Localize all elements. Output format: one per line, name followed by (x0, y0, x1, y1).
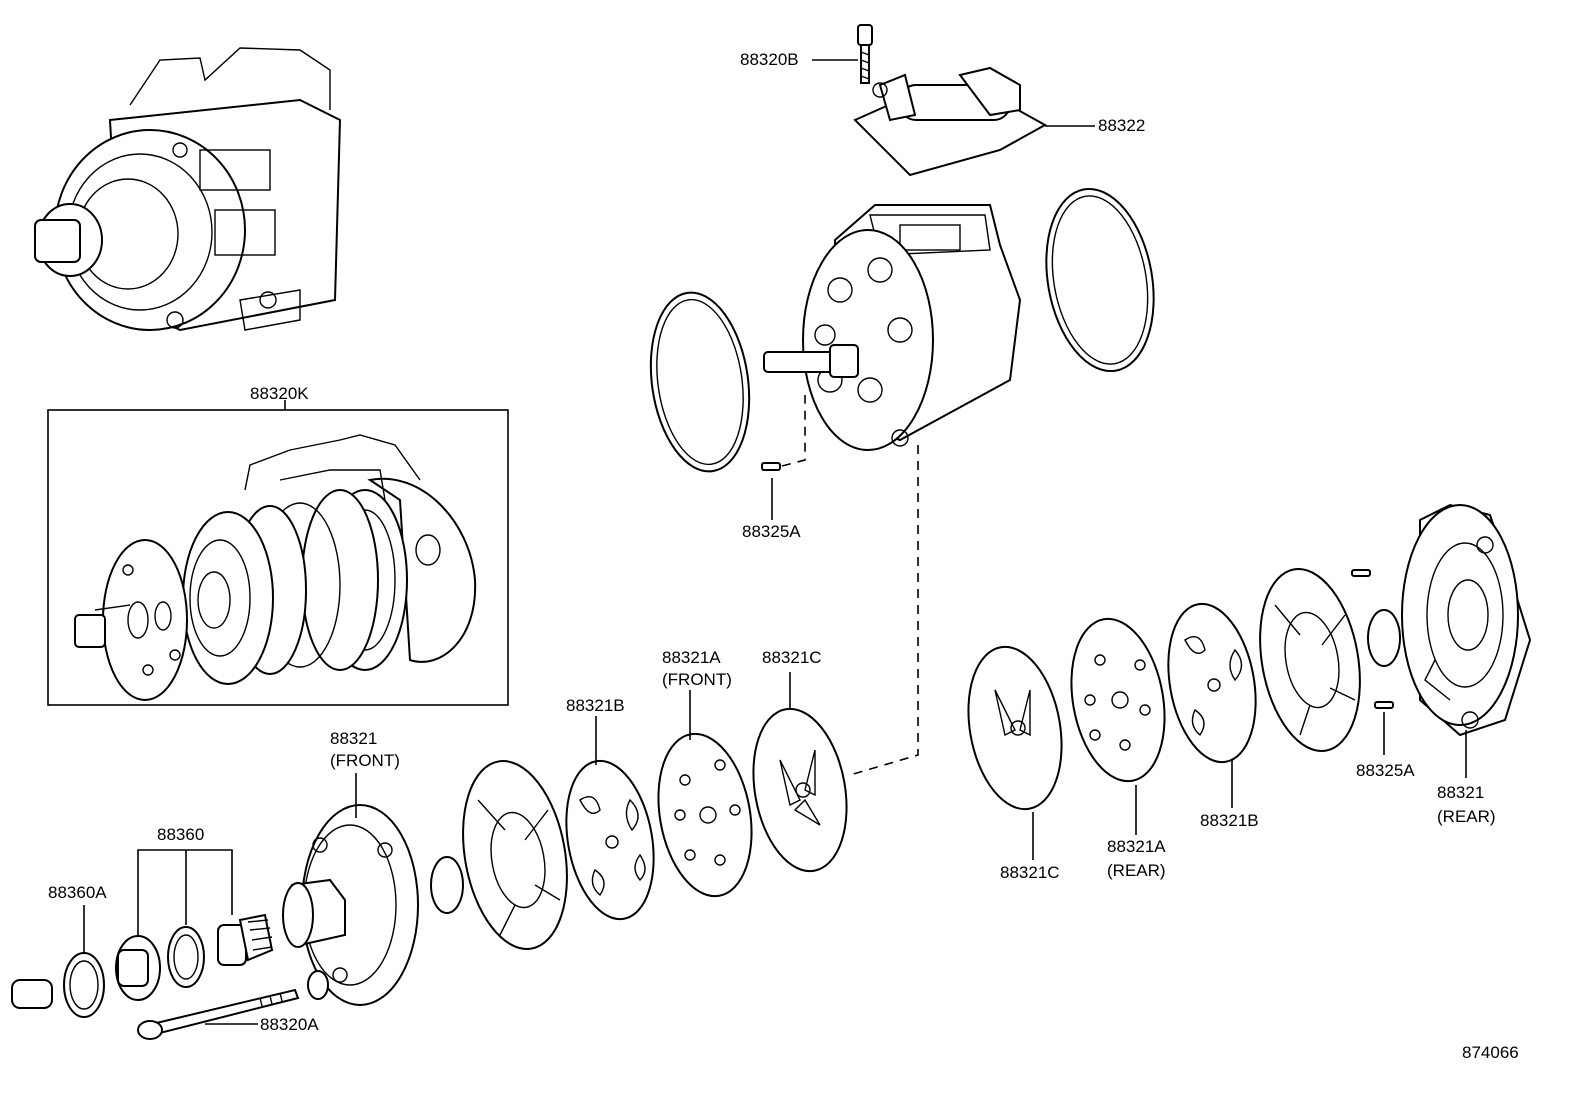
cylinder-block (763, 204, 1022, 451)
o-ring-right (1045, 187, 1155, 373)
label-88321c-front: 88321C (762, 648, 822, 667)
label-88321a-front-sub: (FRONT) (662, 670, 732, 689)
label-88321-front-sub: (FRONT) (330, 751, 400, 770)
label-88325a-rear: 88325A (1356, 761, 1415, 780)
kit-frame (47, 409, 509, 706)
o-ring-front-small (430, 856, 464, 914)
through-bolt-88320a (137, 988, 300, 1040)
label-88321-front: 88321 (330, 729, 377, 748)
label-88321-rear-sub: (REAR) (1437, 807, 1496, 826)
o-ring-left (649, 291, 751, 473)
label-88360: 88360 (157, 825, 204, 844)
label-88360a: 88360A (48, 883, 107, 902)
shaft-seal-88360 (115, 849, 274, 1001)
diagram-reference-number: 874066 (1462, 1043, 1519, 1062)
pin-88325a-rear (1374, 701, 1394, 755)
valve-plate-front (462, 760, 568, 950)
bolt-88320b (812, 24, 873, 84)
shaft-cap (11, 979, 53, 1009)
label-88321a-front: 88321A (662, 648, 721, 667)
valve-plate-88321a-front (657, 732, 753, 898)
label-88320a: 88320A (260, 1015, 319, 1034)
label-88322: 88322 (1098, 116, 1145, 135)
label-88321c-rear: 88321C (1000, 863, 1060, 882)
label-88321b-front: 88321B (566, 696, 625, 715)
label-88320k: 88320K (250, 384, 309, 403)
label-88321a-rear: 88321A (1107, 837, 1166, 856)
label-88321-rear: 88321 (1437, 783, 1484, 802)
valve-plate-rear (1259, 568, 1361, 752)
pin-rear-top (1351, 569, 1371, 577)
dashed-leader (849, 445, 919, 776)
rear-housing-88321 (1401, 503, 1532, 778)
label-88320b: 88320B (740, 50, 799, 69)
cylinder-head-88322 (853, 66, 1095, 177)
reed-valve-88321c-front (752, 707, 848, 873)
washer (307, 970, 329, 1000)
o-ring-rear-small (1367, 609, 1401, 667)
label-88321a-rear-sub: (REAR) (1107, 861, 1166, 880)
label-88325a-top: 88325A (742, 522, 801, 541)
compressor-assembly (34, 47, 342, 332)
gasket-88321b-rear (1167, 602, 1257, 808)
pin-88325a-top (761, 395, 806, 520)
front-housing-88321 (282, 804, 419, 1006)
circlip-88360a (63, 905, 105, 1018)
valve-plate-88321a-rear (1070, 617, 1166, 835)
gasket-88321b-front (565, 759, 655, 921)
label-88321b-rear: 88321B (1200, 811, 1259, 830)
kit-88320k (47, 400, 509, 706)
reed-valve-88321c-rear (967, 645, 1063, 860)
